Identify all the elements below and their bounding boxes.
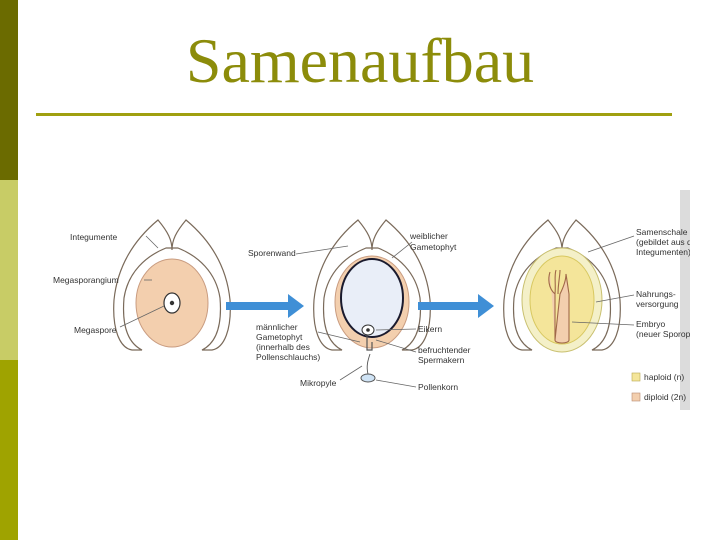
embryo-shape [548,269,570,344]
slide-title: Samenaufbau [185,25,535,96]
label-weiblicher-1: weiblicher [409,231,448,241]
label-nahrung-2: versorgung [636,299,679,309]
female-gametophyte-shape [340,258,404,338]
label-maennlicher-2: Gametophyt [256,332,303,342]
label-eikern: Eikern [418,324,442,334]
label-weiblicher-2: Gametophyt [410,242,457,252]
label-maennlicher-3: (innerhalb des [256,342,310,352]
legend-haploid: haploid (n) [644,372,684,382]
legend-swatch-haploid [631,372,641,382]
arrow-stage-2-to-3 [418,294,494,318]
label-megasporangium: Megasporangium [53,275,119,285]
label-embryo-2: (neuer Sporophyt) [636,329,690,339]
sidebar-segment-middle [0,180,18,360]
label-mikropyle: Mikropyle [300,378,337,388]
label-samenschale-1: Samenschale [636,227,688,237]
label-samenschale-3: Integumenten) [636,247,690,257]
label-embryo-1: Embryo [636,319,666,329]
sidebar-decoration [0,0,18,540]
label-pollenkorn: Pollenkorn [418,382,458,392]
integument-shape [113,219,231,351]
label-samenschale-2: (gebildet aus den [636,237,690,247]
sidebar-segment-top [0,0,18,180]
seed-structure-diagram: Integumente Megasporangium Megaspore Spo… [50,190,690,410]
label-megaspore: Megaspore [74,325,117,335]
ovule-stage-2 [295,219,431,388]
pollen-tube-shape [366,336,373,351]
label-maennlicher-4: Pollenschlauchs) [256,352,320,362]
ovule-stage-1 [113,219,231,351]
seed-stage-3 [503,219,635,353]
integument-shape [313,219,431,351]
legend-swatch-diploid [631,392,641,402]
label-nahrung-1: Nahrungs- [636,289,676,299]
label-integumente: Integumente [70,232,118,242]
sidebar-segment-bottom [0,360,18,540]
title-underline [36,113,672,116]
label-befruchtender-1: befruchtender [418,345,471,355]
page-edge-shadow [680,190,690,410]
label-maennlicher-1: männlicher [256,322,298,332]
arrow-stage-1-to-2 [226,294,304,318]
legend-diploid: diploid (2n) [644,392,686,402]
pollen-grain-shape [360,373,376,383]
label-sporenwand: Sporenwand [248,248,296,258]
label-befruchtender-2: Spermakern [418,355,465,365]
